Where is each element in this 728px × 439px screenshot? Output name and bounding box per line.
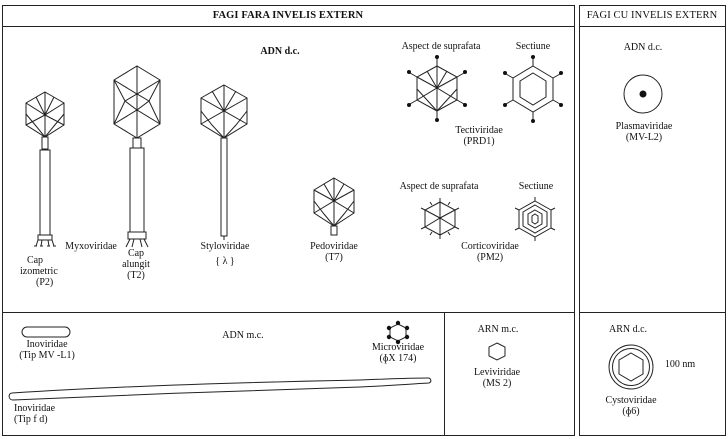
label-cap-alungit: Cap alungit (T2) xyxy=(114,248,158,281)
label-inoviridae-fd-line2: (Tip f d) xyxy=(14,414,48,425)
label-leviviridae-line1: Leviviridae xyxy=(473,367,521,378)
label-microviridae-line1: Microviridae xyxy=(371,342,425,353)
plasmaviridae-drawing xyxy=(623,74,663,114)
phage-t2-drawing xyxy=(113,65,161,248)
label-myxoviridae: Myxoviridae xyxy=(65,241,117,252)
label-styloviridae-line1: Styloviridae xyxy=(200,241,250,252)
label-cystoviridae-line2: (ɸ6) xyxy=(622,406,640,417)
label-inoviridae-mv-l1-line2: (Tip MV -L1) xyxy=(19,350,75,361)
label-inoviridae-mv-l1-line1: Inoviridae xyxy=(26,339,68,350)
label-pedoviridae: Pedoviridae (T7) xyxy=(302,241,366,263)
group-arn-mc: ARN m.c. xyxy=(477,324,519,335)
left-section-header: FAGI FARA INVELIS EXTERN xyxy=(212,10,364,21)
group-adn-mc: ADN m.c. xyxy=(222,330,264,341)
label-microviridae: Microviridae (ɸX 174) xyxy=(366,342,430,364)
label-cap-izometric: Cap izometric (P2) xyxy=(20,255,70,288)
label-inoviridae-mv-l1: Inoviridae (Tip MV -L1) xyxy=(14,339,80,361)
label-tectiviridae-line2: (PRD1) xyxy=(463,136,495,147)
label-inoviridae-fd-line1: Inoviridae xyxy=(14,403,56,414)
phage-p2-drawing xyxy=(25,91,65,247)
label-pedoviridae-line2: (T7) xyxy=(325,252,343,263)
label-styloviridae: Styloviridae { λ } xyxy=(190,241,260,267)
label-aspect-suprafata-2: Aspect de suprafata xyxy=(399,181,479,192)
phage-t7-drawing xyxy=(313,177,355,236)
tectiviridae-section-drawing xyxy=(503,55,563,123)
label-leviviridae: Leviviridae (MS 2) xyxy=(467,367,527,389)
label-cap-alungit-line2: alungit xyxy=(122,259,150,270)
microviridae-drawing xyxy=(386,320,410,345)
inoviridae-mv-l1-drawing xyxy=(21,326,71,338)
label-inoviridae-fd: Inoviridae (Tip f d) xyxy=(14,403,74,425)
label-sectiune-1: Sectiune xyxy=(515,41,551,52)
label-aspect-suprafata-1: Aspect de suprafata xyxy=(401,41,481,52)
group-adn-dc-left: ADN d.c. xyxy=(260,46,300,57)
label-cap-alungit-line1: Cap xyxy=(127,248,145,259)
label-pedoviridae-line1: Pedoviridae xyxy=(310,241,358,252)
label-leviviridae-line2: (MS 2) xyxy=(482,378,512,389)
label-cap-izometric-line2: izometric xyxy=(20,266,58,277)
label-corticoviridae-line2: (PM2) xyxy=(476,252,504,263)
label-scale-100nm: 100 nm xyxy=(664,359,696,370)
label-corticoviridae: Corticoviridae (PM2) xyxy=(452,241,528,263)
corticoviridae-section-drawing xyxy=(514,197,556,241)
group-adn-dc-right: ADN d.c. xyxy=(623,42,663,53)
label-cystoviridae-line1: Cystoviridae xyxy=(605,395,657,406)
label-plasmaviridae-line2: (MV-L2) xyxy=(625,132,663,143)
label-tectiviridae-line1: Tectiviridae xyxy=(455,125,503,136)
label-cap-izometric-line3: (P2) xyxy=(36,277,54,288)
right-section-header: FAGI CU INVELIS EXTERN xyxy=(586,10,718,21)
corticoviridae-surface-drawing xyxy=(420,198,460,239)
phage-lambda-drawing xyxy=(200,84,248,240)
label-styloviridae-line2: { λ } xyxy=(215,256,235,267)
label-plasmaviridae: Plasmaviridae (MV-L2) xyxy=(608,121,680,143)
label-cap-alungit-line3: (T2) xyxy=(127,270,145,281)
label-microviridae-line2: (ɸX 174) xyxy=(379,353,417,364)
label-sectiune-2: Sectiune xyxy=(518,181,554,192)
tectiviridae-surface-drawing xyxy=(407,55,467,122)
group-arn-dc: ARN d.c. xyxy=(608,324,648,335)
frame-lines xyxy=(2,5,726,436)
inoviridae-fd-drawing xyxy=(8,377,432,401)
label-cap-izometric-line1: Cap xyxy=(26,255,44,266)
label-cystoviridae: Cystoviridae (ɸ6) xyxy=(600,395,662,417)
label-tectiviridae: Tectiviridae (PRD1) xyxy=(446,125,512,147)
cystoviridae-drawing xyxy=(608,344,654,390)
label-plasmaviridae-line1: Plasmaviridae xyxy=(615,121,673,132)
label-corticoviridae-line1: Corticoviridae xyxy=(461,241,519,252)
leviviridae-drawing xyxy=(488,342,506,361)
